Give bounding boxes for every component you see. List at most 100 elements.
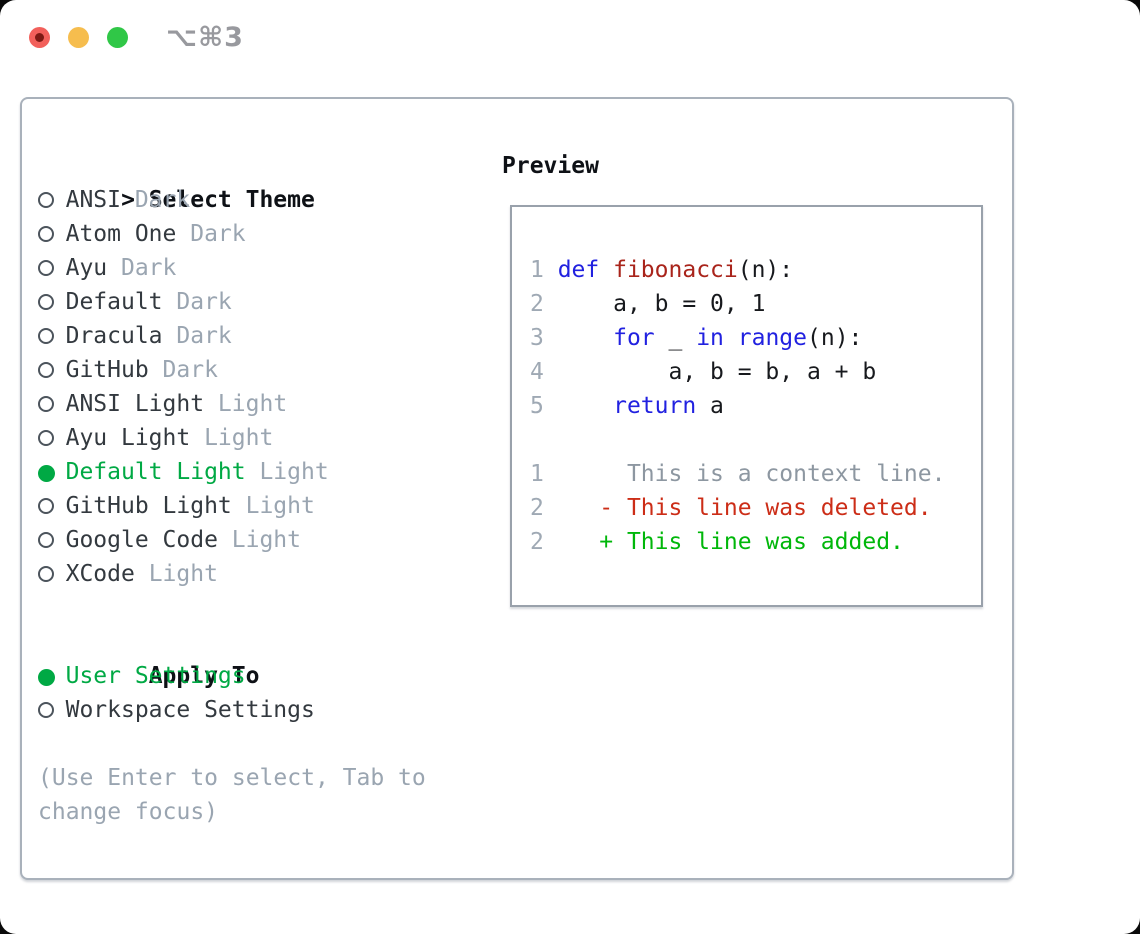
marker-cell	[38, 489, 66, 523]
line-number: 1	[530, 257, 558, 283]
radio-selected-icon	[38, 669, 55, 686]
theme-option[interactable]: Ayu Light Light	[38, 421, 478, 455]
code-line: 2 - This line was deleted.	[530, 491, 945, 525]
theme-variant: Dark	[162, 323, 232, 349]
spacer	[38, 727, 478, 761]
code-line: 2 a, b = 0, 1	[530, 287, 945, 321]
code-line: 3 for _ in range(n):	[530, 321, 945, 355]
minimize-button-icon[interactable]	[68, 27, 89, 48]
theme-option[interactable]: GitHub Light Light	[38, 489, 478, 523]
marker-cell	[38, 319, 66, 353]
theme-name: GitHub	[65, 357, 149, 383]
line-number: 3	[530, 325, 558, 351]
line-number: 1	[530, 461, 558, 487]
radio-icon	[38, 702, 54, 718]
line-number: 5	[530, 393, 558, 419]
theme-option[interactable]: Default Light Light	[38, 455, 478, 489]
code-token-kw: in	[696, 325, 724, 351]
code-token-kw: range	[737, 325, 807, 351]
code-line: 1 This is a context line.	[530, 457, 945, 491]
theme-variant: Light	[190, 425, 274, 451]
apply-to-option[interactable]: User Settings	[38, 659, 478, 693]
theme-name: XCode	[65, 561, 135, 587]
theme-name: Default Light	[65, 459, 246, 485]
apply-to-label: Workspace Settings	[65, 697, 315, 723]
code-token-kw: def	[557, 257, 600, 283]
radio-icon	[38, 498, 54, 514]
select-theme-heading: Select Theme	[148, 187, 315, 213]
code-token-fn: fibonacci	[613, 257, 738, 283]
code-token-pl	[599, 257, 613, 283]
theme-variant: Dark	[107, 255, 177, 281]
theme-variant: Dark	[120, 187, 191, 213]
close-button-icon[interactable]	[29, 27, 50, 48]
theme-name: Default	[65, 289, 163, 315]
theme-variant: Dark	[162, 289, 232, 315]
theme-option[interactable]: GitHub Dark	[38, 353, 478, 387]
theme-name: Google Code	[65, 527, 218, 553]
marker-cell	[38, 523, 66, 557]
theme-name: Ayu	[65, 255, 108, 281]
apply-to-label: User Settings	[65, 663, 246, 689]
line-number: 2	[530, 291, 558, 317]
code-token-pl: (n):	[737, 257, 794, 283]
theme-option[interactable]: Ayu Dark	[38, 251, 478, 285]
theme-variant: Dark	[148, 357, 218, 383]
code-token-ctx: This is a context line.	[557, 461, 946, 487]
close-button-dot-icon	[35, 33, 44, 42]
line-number: 4	[530, 359, 558, 385]
theme-name: GitHub Light	[65, 493, 232, 519]
code-token-del: - This line was deleted.	[557, 495, 932, 521]
code-token-add: + This line was added.	[557, 529, 904, 555]
code-token-kw: for	[613, 325, 655, 351]
radio-icon	[38, 192, 54, 208]
theme-variant: Light	[217, 527, 302, 553]
code-token-kw: return	[613, 393, 697, 419]
line-number	[530, 427, 558, 453]
theme-variant: Light	[245, 459, 329, 485]
theme-option[interactable]: XCode Light	[38, 557, 478, 591]
code-line	[530, 423, 945, 457]
radio-icon	[38, 362, 54, 378]
code-token-pl: (n):	[807, 325, 863, 351]
preview-heading: Preview	[502, 153, 599, 179]
theme-option[interactable]: Google Code Light	[38, 523, 478, 557]
zoom-button-icon[interactable]	[107, 27, 128, 48]
theme-variant: Light	[204, 391, 288, 417]
marker-cell	[38, 353, 66, 387]
theme-option[interactable]: Atom One Dark	[38, 217, 478, 251]
window-title-shortcut: ⌥⌘3	[166, 22, 244, 53]
theme-name: ANSI	[65, 187, 121, 213]
code-token-pl: a, b = 0, 1	[557, 291, 766, 317]
radio-icon	[38, 566, 54, 582]
marker-cell	[38, 659, 66, 693]
line-number: 2	[530, 495, 558, 521]
code-token-pl	[558, 393, 613, 419]
code-token-pl: a, b = b, a + b	[557, 359, 877, 385]
theme-option[interactable]: ANSI Dark	[38, 183, 478, 217]
theme-option[interactable]: Default Dark	[38, 285, 478, 319]
code-token-pl: _	[654, 325, 697, 351]
radio-icon	[38, 396, 54, 412]
code-line: 5 return a	[530, 389, 945, 423]
theme-variant: Dark	[176, 221, 246, 247]
radio-icon	[38, 294, 54, 310]
apply-to-option[interactable]: Workspace Settings	[38, 693, 478, 727]
radio-icon	[38, 260, 54, 276]
theme-option[interactable]: Dracula Dark	[38, 319, 478, 353]
theme-variant: Light	[231, 493, 315, 519]
theme-name: Dracula	[65, 323, 163, 349]
radio-icon	[38, 532, 54, 548]
marker-cell	[38, 693, 66, 727]
code-token-pl: a	[696, 393, 724, 419]
radio-selected-icon	[38, 465, 55, 482]
marker-cell	[38, 455, 66, 489]
code-token-pl	[724, 325, 738, 351]
theme-option[interactable]: ANSI Light Light	[38, 387, 478, 421]
marker-cell	[38, 557, 66, 591]
